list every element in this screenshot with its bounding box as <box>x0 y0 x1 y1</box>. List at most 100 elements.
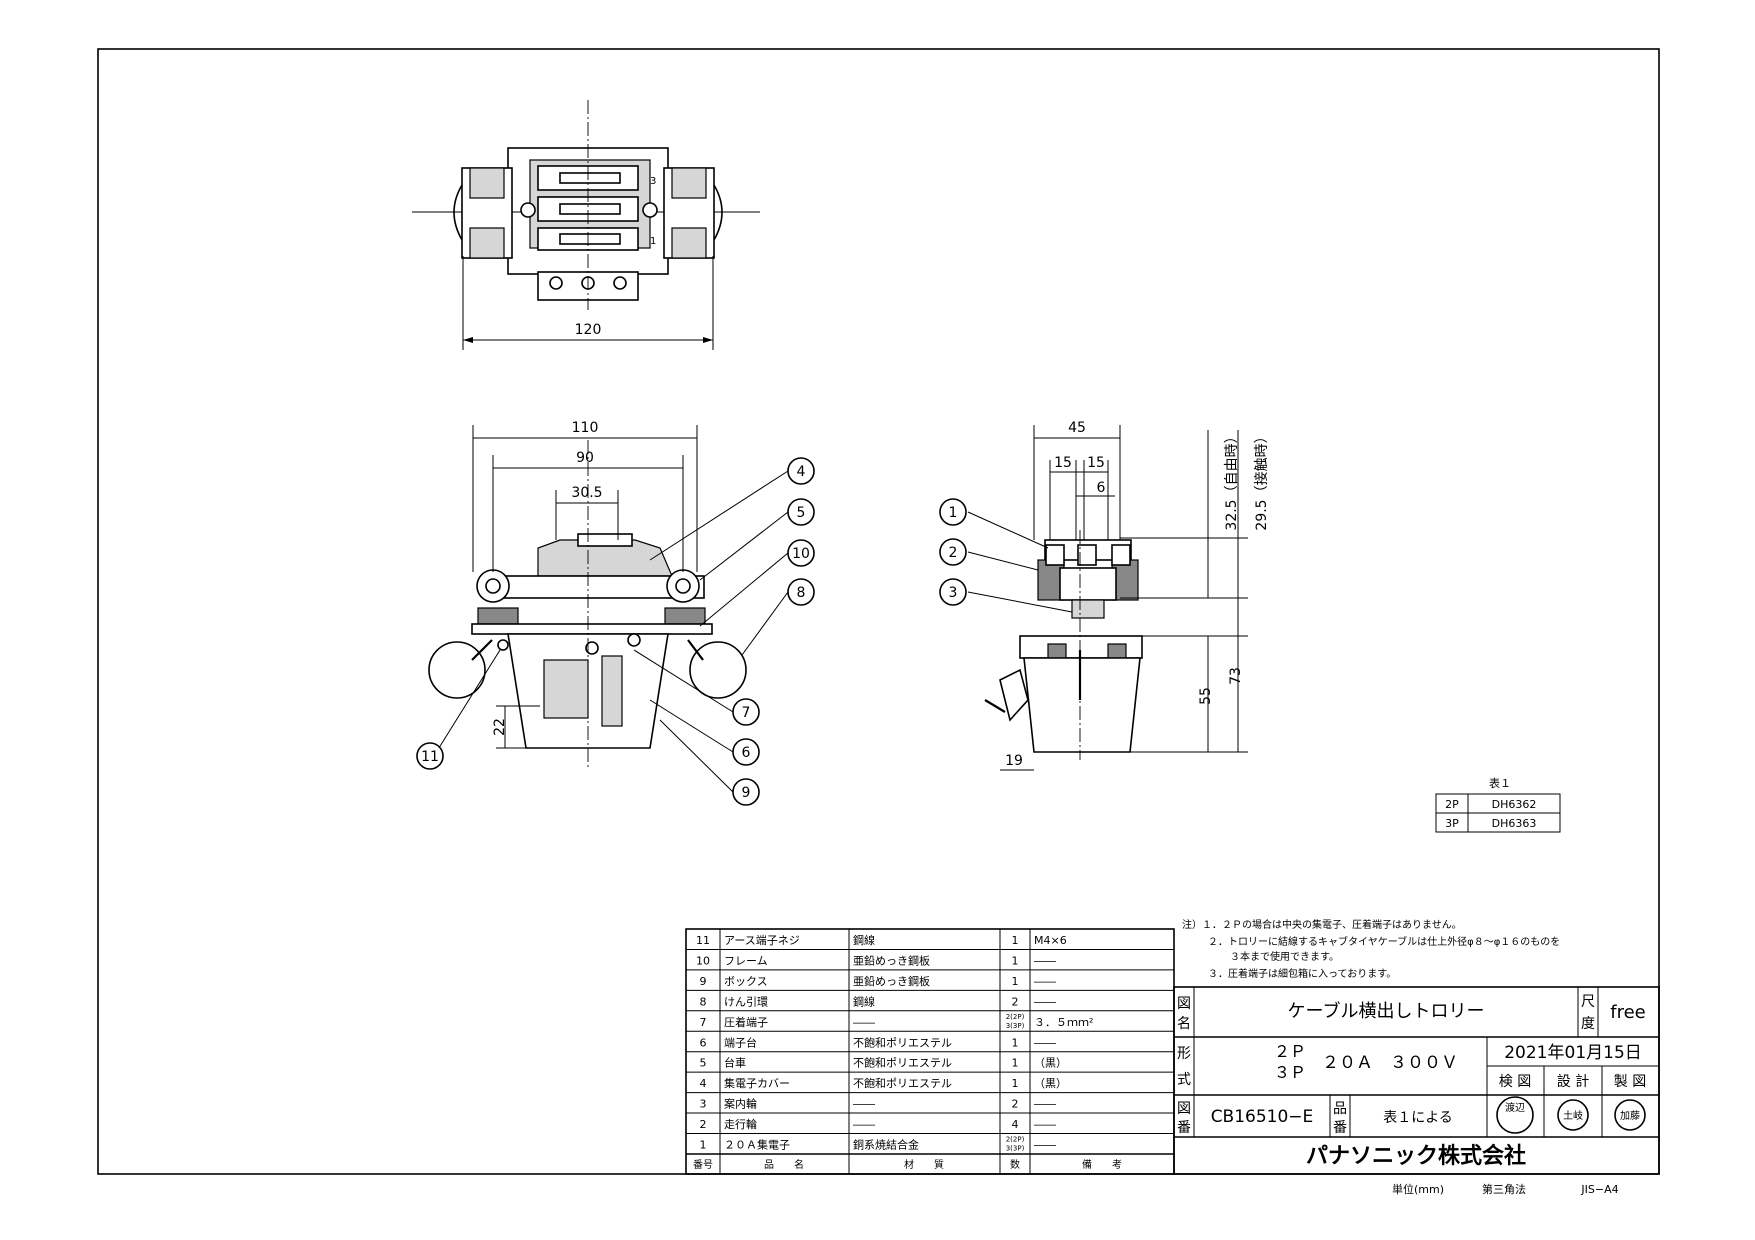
role-seizu: 製 図 <box>1614 1074 1646 1090</box>
dim-110: 110 <box>572 420 599 436</box>
parts-cell-material: 不飽和ポリエステル <box>853 1056 952 1070</box>
parts-cell-name: ボックス <box>724 975 768 988</box>
parts-cell-remarks: ３．５ｍｍ² <box>1034 1016 1093 1029</box>
parts-cell-remarks: ―― <box>1034 1036 1056 1049</box>
drawing-number: CB16510−E <box>1211 1107 1314 1127</box>
top-view: 3 2 1 120 <box>412 100 760 350</box>
parts-cell-qty: 1 <box>1012 975 1019 988</box>
dim-6: 6 <box>1097 480 1106 496</box>
parts-cell-no: 2 <box>700 1118 707 1131</box>
parts-cell-no: 11 <box>696 934 710 947</box>
table1-code-3p: DH6363 <box>1492 817 1537 830</box>
header-no: 番号 <box>693 1159 713 1171</box>
stamp-toki-text: 土岐 <box>1563 1109 1583 1122</box>
parts-cell-no: 9 <box>700 975 707 988</box>
parts-cell-remarks: ―― <box>1034 975 1056 988</box>
parts-cell-material: 鋼線 <box>853 933 875 947</box>
title-block: 図 名 ケーブル横出しトロリー 尺 度 free 形 式 ２Ｐ ３Ｐ ２０Ａ ３… <box>1173 986 1660 1175</box>
balloon-10: 10 <box>792 546 810 562</box>
parts-cell-material: ―― <box>853 1118 875 1131</box>
parts-cell-remarks: ―― <box>1034 954 1056 967</box>
parts-cell-remarks: （黒） <box>1034 1077 1067 1090</box>
header-name: 品 名 <box>764 1158 804 1171</box>
parts-cell-name: けん引環 <box>724 994 768 1008</box>
balloon-2: 2 <box>949 545 958 561</box>
drawing-title: ケーブル横出しトロリー <box>1288 1000 1485 1022</box>
scale-value: free <box>1610 1002 1646 1023</box>
parts-cell-material: 不飽和ポリエステル <box>853 1035 952 1049</box>
table1-p-2p: 2P <box>1445 798 1459 811</box>
model-3p: ３Ｐ <box>1274 1063 1306 1082</box>
dim-29-5-contact: 29.5（接触時） <box>1253 429 1270 530</box>
stamp-kato-text: 加藤 <box>1620 1110 1640 1122</box>
svg-text:名: 名 <box>1177 1016 1191 1032</box>
footer: 単位(mm) 第三角法 JIS−A4 <box>1392 1182 1619 1196</box>
parts-cell-material: 鋼線 <box>853 994 875 1008</box>
table1-code-2p: DH6362 <box>1492 798 1537 811</box>
parts-cell-qty_top: 2(2P) <box>1006 1136 1025 1144</box>
rating: ２０Ａ ３００Ｖ <box>1322 1053 1458 1073</box>
svg-text:1: 1 <box>650 236 656 247</box>
parts-cell-name: 端子台 <box>724 1035 757 1049</box>
header-remarks: 備 考 <box>1082 1158 1122 1171</box>
table1-p-3p: 3P <box>1445 817 1459 830</box>
dim-55: 55 <box>1198 687 1214 705</box>
parts-cell-remarks: ―― <box>1034 1139 1056 1152</box>
parts-cell-no: 7 <box>700 1016 707 1029</box>
parts-cell-material: 亜鉛めっき鋼板 <box>853 974 930 988</box>
note-1: 注）１．２Ｐの場合は中央の集電子、圧着端子はありません。 <box>1182 918 1462 931</box>
parts-cell-name: 集電子カバー <box>724 1076 790 1090</box>
svg-text:図: 図 <box>1177 1101 1191 1117</box>
dim-45: 45 <box>1068 420 1086 436</box>
parts-cell-remarks: ―― <box>1034 1118 1056 1131</box>
front-view: 110 90 30.5 22 <box>428 420 789 793</box>
parts-cell-remarks: ―― <box>1034 1098 1056 1111</box>
parts-cell-material: 不飽和ポリエステル <box>853 1076 952 1090</box>
parts-cell-qty: 1 <box>1012 1077 1019 1090</box>
parts-cell-qty: 1 <box>1012 934 1019 947</box>
parts-cell-qty: 2 <box>1012 995 1019 1008</box>
parts-cell-no: 8 <box>700 995 707 1008</box>
header-qty: 数 <box>1010 1158 1020 1171</box>
balloon-7: 7 <box>742 705 751 721</box>
stamp-watanabe-text: 渡辺 <box>1505 1101 1525 1114</box>
hinban-value: 表１による <box>1383 1110 1453 1126</box>
balloon-11: 11 <box>421 749 439 765</box>
parts-cell-no: 4 <box>700 1077 707 1090</box>
parts-cell-qty: 4 <box>1012 1118 1019 1131</box>
label-zumei: 図 <box>1177 996 1191 1012</box>
dim-32-5-free: 32.5（自由時） <box>1224 429 1240 530</box>
parts-cell-name: フレーム <box>724 954 768 967</box>
table-1: 表１ 2P DH6362 3P DH6363 <box>1435 776 1561 833</box>
parts-cell-no: 5 <box>700 1057 707 1070</box>
parts-cell-material: 銅系焼結合金 <box>853 1138 919 1152</box>
dim-15a: 15 <box>1054 455 1072 471</box>
dim-width-top: 120 <box>575 322 602 338</box>
side-view: 45 15 15 6 32.5（自由時） 29.5（接触時） 55 73 19 <box>967 420 1270 771</box>
balloon-8: 8 <box>797 585 806 601</box>
parts-cell-name: ２０Ａ集電子 <box>724 1138 790 1152</box>
parts-cell-no: 3 <box>700 1098 707 1111</box>
svg-text:3: 3 <box>650 176 656 187</box>
dim-30-5: 30.5 <box>571 485 602 501</box>
parts-cell-qty_bot: 3(3P) <box>1006 1022 1025 1030</box>
parts-cell-no: 10 <box>696 954 710 967</box>
parts-cell-qty: 1 <box>1012 1036 1019 1049</box>
svg-text:式: 式 <box>1177 1072 1191 1088</box>
balloon-6: 6 <box>742 745 751 761</box>
svg-text:度: 度 <box>1581 1016 1595 1032</box>
parts-cell-qty: 1 <box>1012 954 1019 967</box>
role-sekkei: 設 計 <box>1557 1074 1589 1090</box>
balloon-9: 9 <box>742 785 751 801</box>
dim-22: 22 <box>492 718 508 736</box>
note-3: ３．圧着端子は細包箱に入っております。 <box>1208 967 1396 980</box>
note-2: ２．トロリーに結線するキャブタイヤケーブルは仕上外径φ８～φ１６のものを <box>1208 935 1560 948</box>
balloons: 1 2 3 4 5 6 7 8 9 10 11 <box>416 457 967 806</box>
model-2p: ２Ｐ <box>1274 1042 1306 1061</box>
company-name: パナソニック株式会社 <box>1306 1143 1526 1169</box>
parts-cell-name: 案内輪 <box>724 1097 757 1111</box>
paper-size-label: JIS−A4 <box>1580 1183 1618 1196</box>
parts-cell-qty_bot: 3(3P) <box>1006 1145 1025 1153</box>
parts-cell-qty_top: 2(2P) <box>1006 1013 1025 1021</box>
unit-label: 単位(mm) <box>1392 1182 1444 1196</box>
